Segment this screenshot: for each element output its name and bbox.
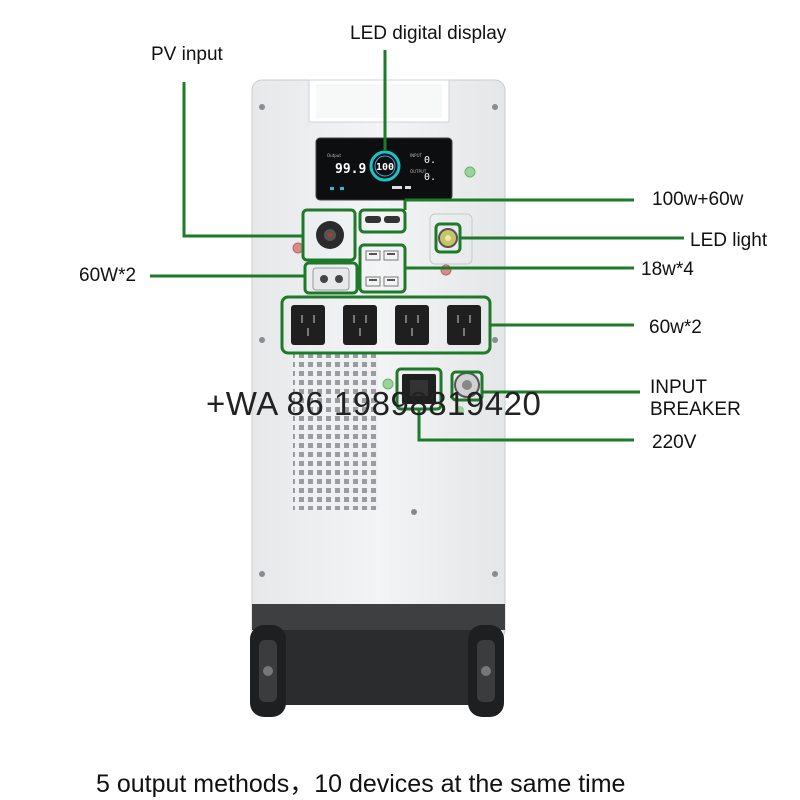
led-light: [429, 213, 473, 265]
label-led-display: LED digital display: [350, 23, 507, 44]
pv-input-port: [316, 221, 344, 249]
label-ac-output: 60w*2: [649, 317, 702, 338]
display-left-value: 99.9: [335, 162, 366, 177]
display-right-bottom: 0.: [424, 172, 436, 183]
display-center-value: 100: [376, 162, 394, 173]
usb-a-ports: [365, 250, 399, 287]
label-ac-input: 220V: [652, 432, 697, 453]
svg-text:Output: Output: [327, 153, 341, 158]
wheels: [250, 625, 504, 717]
vent-grille: [293, 354, 378, 510]
dc-output-ports: [312, 267, 350, 291]
label-input-breaker: INPUT BREAKER: [650, 377, 741, 421]
display-right-top: 0.: [424, 155, 436, 166]
label-usb-a: 18w*4: [641, 259, 694, 280]
watermark-text: +WA 86 19898819420: [206, 385, 542, 422]
led-display: Output INPUT OUTPUT: [315, 137, 453, 201]
ac-outlets: [291, 305, 481, 345]
label-pv-input: PV input: [151, 44, 223, 65]
caption: 5 output methods，10 devices at the same …: [96, 770, 626, 798]
usb-c-ports: [365, 216, 400, 223]
label-dc-output: 60W*2: [79, 265, 137, 286]
ac-input-port: [402, 374, 436, 404]
svg-text:OUTPUT: OUTPUT: [410, 169, 427, 174]
label-usb-c: 100w+60w: [652, 189, 744, 210]
callouts: [150, 50, 684, 442]
input-breaker: [454, 372, 480, 398]
label-led-light: LED light: [690, 230, 768, 251]
svg-text:INPUT: INPUT: [410, 153, 423, 158]
